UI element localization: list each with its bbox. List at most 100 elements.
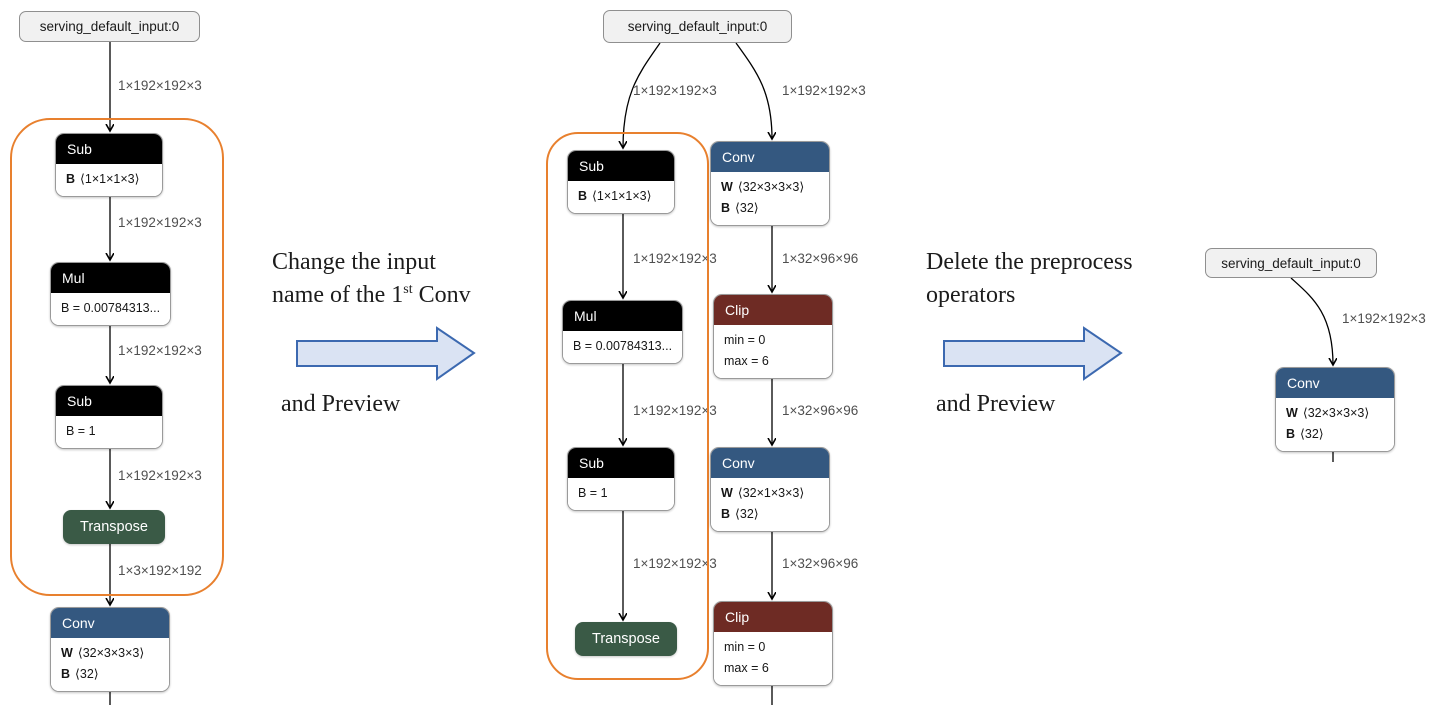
attr-value: ⟨32×3×3×3⟩ [1302,406,1370,420]
op-node-clip: Clip min = 0 max = 6 [713,601,833,686]
op-node-clip: Clip min = 0 max = 6 [713,294,833,379]
attr-row: B = 0.00784313... [573,339,673,353]
attr-row: min = 0 [724,640,766,654]
op-node-conv: Conv W ⟨32×3×3×3⟩ B ⟨32⟩ [710,141,830,226]
annotation-superscript: st [403,282,413,297]
attr-key: W [721,486,733,500]
attr-row: B ⟨32⟩ [721,198,819,219]
node-title: Conv [711,142,829,172]
annotation-line: Change the input [272,249,436,275]
attr-row: B ⟨32⟩ [1286,424,1384,445]
node-title: Sub [568,151,674,181]
op-node-transpose: Transpose [575,622,677,656]
annotation-line: Delete the preprocess [926,249,1133,275]
attr-key: B [578,189,588,203]
op-node-sub: Sub B ⟨1×1×1×3⟩ [567,150,675,214]
attr-key: B [721,201,731,215]
node-title: Mul [51,263,171,293]
node-title: Clip [714,602,832,632]
attr-value: ⟨32⟩ [735,507,759,521]
annotation-line: name of the 1st Conv [272,279,471,312]
node-title: Transpose [592,631,660,647]
node-title: Clip [714,295,832,325]
attr-row: W ⟨32×1×3×3⟩ [721,483,819,504]
preprocess-group-outline [10,118,224,596]
edge-label: 1×192×192×3 [1342,311,1426,326]
edge-label: 1×3×192×192 [118,563,202,578]
attr-row: B ⟨1×1×1×3⟩ [578,186,664,207]
node-title: Sub [56,134,162,164]
attr-row: W ⟨32×3×3×3⟩ [1286,403,1384,424]
edge-label: 1×192×192×3 [118,215,202,230]
attr-value: ⟨1×1×1×3⟩ [80,172,140,186]
edge-label: 1×192×192×3 [118,468,202,483]
attr-row: B ⟨32⟩ [721,504,819,525]
input-node: serving_default_input:0 [1205,248,1377,278]
op-node-mul: Mul B = 0.00784313... [562,300,684,364]
edge-label: 1×192×192×3 [118,343,202,358]
op-node-mul: Mul B = 0.00784313... [50,262,172,326]
node-title: Sub [56,386,162,416]
edge-label: 1×192×192×3 [633,83,717,98]
annotation-text: name of the 1 [272,282,404,308]
attr-row: max = 6 [724,661,769,675]
attr-row: B ⟨1×1×1×3⟩ [66,169,152,190]
attr-row: B = 0.00784313... [61,301,161,315]
node-title: Transpose [80,519,148,535]
attr-value: ⟨32⟩ [735,201,759,215]
input-node: serving_default_input:0 [19,11,200,42]
attr-value: ⟨32⟩ [75,667,99,681]
edge-label: 1×192×192×3 [633,251,717,266]
attr-key: B [1286,427,1296,441]
attr-row: W ⟨32×3×3×3⟩ [721,177,819,198]
attr-value: ⟨32×3×3×3⟩ [77,646,145,660]
node-title: Mul [563,301,683,331]
attr-row: B = 1 [66,424,96,438]
block-arrow-right-icon [296,326,476,381]
attr-value: ⟨1×1×1×3⟩ [592,189,652,203]
attr-value: ⟨32×1×3×3⟩ [737,486,805,500]
attr-value: ⟨32×3×3×3⟩ [737,180,805,194]
edge-line [735,42,772,139]
attr-value: ⟨32⟩ [1300,427,1324,441]
annotation-line: operators [926,282,1016,308]
node-title: Sub [568,448,674,478]
attr-row: max = 6 [724,354,769,368]
op-node-conv: Conv W ⟨32×1×3×3⟩ B ⟨32⟩ [710,447,830,532]
attr-row: W ⟨32×3×3×3⟩ [61,643,159,664]
edge-label: 1×192×192×3 [782,83,866,98]
attr-row: min = 0 [724,333,766,347]
annotation-change-input: Change the input name of the 1st Conv [272,246,471,312]
op-node-conv: Conv W ⟨32×3×3×3⟩ B⟨32⟩ [50,607,170,692]
edge-label: 1×192×192×3 [633,403,717,418]
annotation-delete-preprocess: Delete the preprocess operators [926,246,1133,312]
op-node-conv: Conv W ⟨32×3×3×3⟩ B ⟨32⟩ [1275,367,1395,452]
op-node-sub: Sub B = 1 [55,385,163,449]
attr-key: B [66,172,76,186]
op-node-transpose: Transpose [63,510,165,544]
annotation-and-preview: and Preview [936,391,1056,417]
op-node-sub: Sub B ⟨1×1×1×3⟩ [55,133,163,197]
edge-line [623,42,661,148]
edge-label: 1×192×192×3 [633,556,717,571]
edge-label: 1×32×96×96 [782,556,859,571]
input-node: serving_default_input:0 [603,10,792,43]
attr-key: W [721,180,733,194]
annotation-text: Conv [412,282,471,308]
attr-row: B = 1 [578,486,608,500]
attr-key: W [61,646,73,660]
annotation-and-preview: and Preview [281,391,401,417]
edge-label: 1×32×96×96 [782,251,859,266]
node-title: Conv [51,608,169,638]
edge-label: 1×192×192×3 [118,78,202,93]
node-title: Conv [711,448,829,478]
edge-label: 1×32×96×96 [782,403,859,418]
block-arrow-right-icon [943,326,1123,381]
attr-key: B [721,507,731,521]
node-title: Conv [1276,368,1394,398]
attr-row: B⟨32⟩ [61,664,159,685]
attr-key: W [1286,406,1298,420]
op-node-sub: Sub B = 1 [567,447,675,511]
